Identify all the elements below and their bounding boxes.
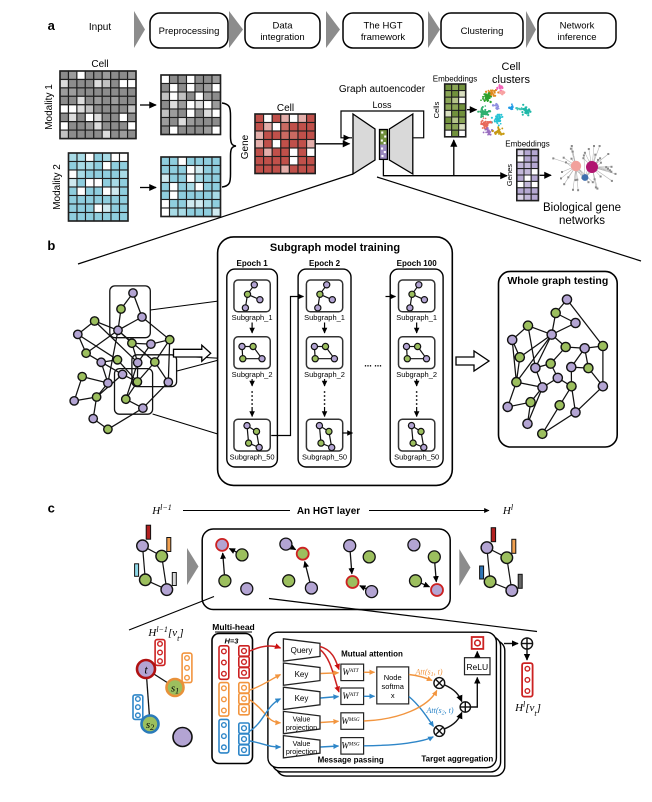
svg-text:Node: Node (384, 673, 402, 682)
svg-text:H=3: H=3 (225, 637, 240, 646)
svg-text:Att(s2, t): Att(s2, t) (426, 706, 454, 717)
svg-text:Modality 1: Modality 1 (44, 84, 55, 130)
svg-text:framework: framework (361, 32, 406, 43)
svg-text:Cells: Cells (432, 101, 441, 118)
svg-text:projection: projection (286, 723, 317, 732)
svg-text:x: x (391, 691, 395, 700)
svg-text:c: c (48, 501, 55, 516)
svg-text:Query: Query (291, 646, 313, 655)
svg-text:Gene: Gene (240, 134, 251, 159)
svg-text:networks: networks (559, 215, 605, 227)
svg-text:Modality 2: Modality 2 (52, 164, 63, 210)
svg-text:softma: softma (381, 682, 404, 691)
svg-text:Message passing: Message passing (318, 756, 384, 765)
svg-text:Subgraph_1: Subgraph_1 (396, 313, 437, 322)
svg-text:Embeddings: Embeddings (433, 75, 477, 84)
svg-text:Epoch 100: Epoch 100 (397, 259, 438, 268)
svg-text:Target aggregation: Target aggregation (421, 755, 493, 764)
svg-text:Graph autoencoder: Graph autoencoder (339, 84, 426, 95)
svg-text:Multi-head: Multi-head (212, 622, 255, 632)
svg-text:b: b (47, 238, 55, 253)
svg-text:Genes: Genes (505, 164, 514, 186)
svg-text:Network: Network (560, 21, 595, 32)
svg-text:Subgraph_2: Subgraph_2 (304, 370, 345, 379)
svg-text:Loss: Loss (372, 100, 392, 110)
svg-text:Cell: Cell (91, 59, 108, 70)
svg-text:Data: Data (272, 21, 293, 32)
svg-text:Input: Input (89, 22, 111, 33)
svg-text:ReLU: ReLU (466, 662, 488, 672)
svg-text:Cell: Cell (277, 103, 294, 114)
svg-text:Key: Key (295, 670, 309, 679)
svg-text:Subgraph_1: Subgraph_1 (232, 313, 273, 322)
svg-text:Subgraph_50: Subgraph_50 (394, 453, 439, 462)
svg-text:Epoch 2: Epoch 2 (309, 259, 341, 268)
svg-text:Key: Key (295, 694, 309, 703)
svg-text:Clustering: Clustering (461, 26, 504, 37)
svg-text:inference: inference (557, 32, 596, 43)
svg-text:Embeddings: Embeddings (505, 140, 549, 149)
svg-text:Subgraph_2: Subgraph_2 (396, 370, 437, 379)
svg-text:clusters: clusters (492, 74, 530, 86)
svg-text:Preprocessing: Preprocessing (159, 26, 220, 37)
svg-text:... ...: ... ... (364, 359, 382, 369)
svg-text:Subgraph_2: Subgraph_2 (232, 370, 273, 379)
svg-text:Biological gene: Biological gene (543, 202, 621, 214)
svg-text:projection: projection (286, 747, 317, 756)
svg-text:integration: integration (260, 32, 304, 43)
svg-text:Mutual attention: Mutual attention (341, 650, 403, 659)
svg-text:Subgraph_50: Subgraph_50 (302, 453, 347, 462)
svg-text:Att(s1, t): Att(s1, t) (415, 668, 443, 679)
svg-text:Subgraph_50: Subgraph_50 (230, 453, 275, 462)
svg-text:Whole graph testing: Whole graph testing (507, 275, 608, 287)
svg-text:An HGT layer: An HGT layer (297, 506, 360, 517)
svg-text:Epoch 1: Epoch 1 (237, 259, 269, 268)
svg-text:Subgraph_1: Subgraph_1 (304, 313, 345, 322)
svg-text:a: a (48, 18, 56, 33)
svg-text:Cell: Cell (502, 61, 521, 73)
svg-text:The HGT: The HGT (363, 21, 402, 32)
svg-text:Subgraph model training: Subgraph model training (270, 242, 400, 254)
